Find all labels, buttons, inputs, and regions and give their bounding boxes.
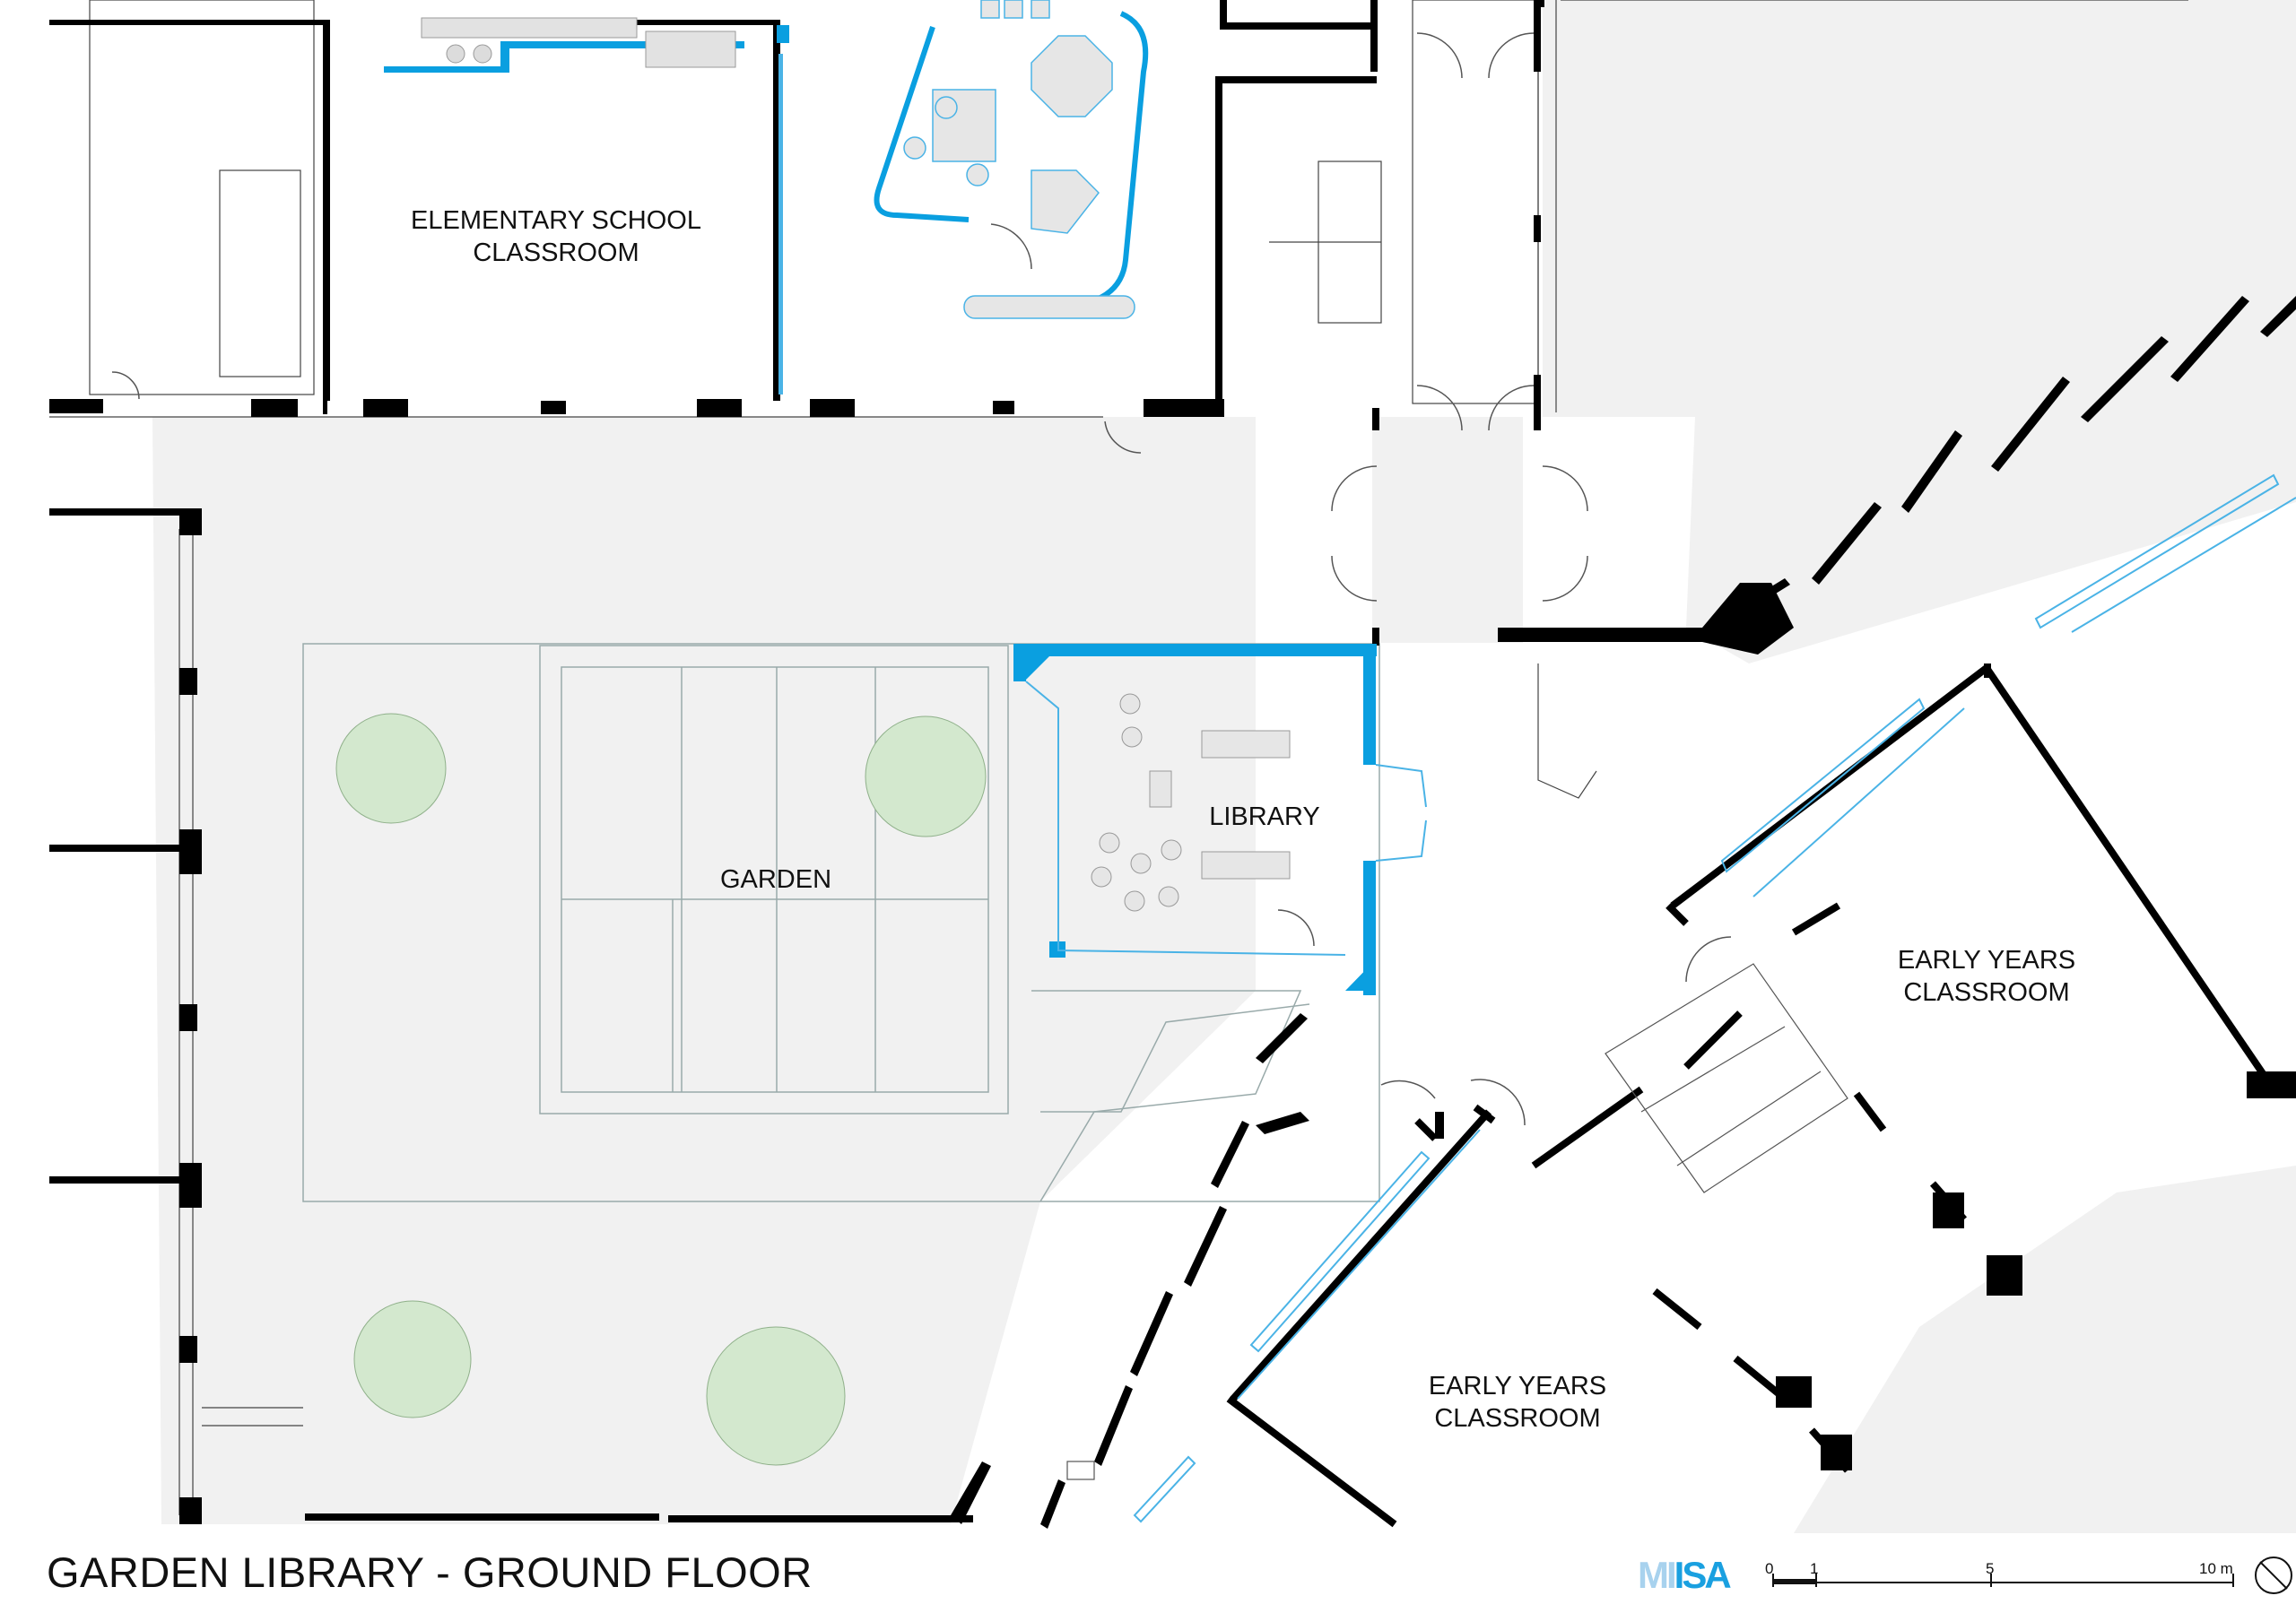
tree bbox=[335, 713, 447, 824]
library-walls bbox=[1013, 644, 1377, 995]
floor-shading bbox=[152, 0, 2296, 1533]
north-arrow-icon bbox=[2255, 1557, 2292, 1594]
room-label-early-years-right: EARLY YEARS CLASSROOM bbox=[1852, 944, 2121, 1009]
room-label-elementary: ELEMENTARY SCHOOL CLASSROOM bbox=[377, 204, 735, 269]
room-label-garden: GARDEN bbox=[682, 863, 870, 896]
room-label-line: EARLY YEARS bbox=[1428, 1372, 1607, 1401]
room-label-line: CLASSROOM bbox=[1903, 978, 2070, 1007]
logo: MIISA bbox=[1638, 1554, 1732, 1597]
scale-tick-1: 1 bbox=[1810, 1560, 1819, 1577]
elementary-fixtures bbox=[384, 17, 789, 395]
scale-tick-5: 5 bbox=[1986, 1560, 1995, 1577]
diagonal-fins-upper bbox=[1704, 296, 2296, 678]
tree bbox=[353, 1300, 472, 1418]
tree bbox=[706, 1326, 846, 1466]
drawing-title: GARDEN LIBRARY - GROUND FLOOR bbox=[47, 1548, 813, 1596]
room-label-line: EARLY YEARS bbox=[1897, 946, 2076, 975]
scale-tick-0: 0 bbox=[1765, 1560, 1774, 1577]
room-label-library: LIBRARY bbox=[1175, 801, 1354, 833]
garden-beds bbox=[302, 643, 1380, 1202]
tree bbox=[865, 715, 987, 837]
room-label-line: CLASSROOM bbox=[1434, 1404, 1601, 1433]
diagonal-fins-lower bbox=[1040, 1013, 1309, 1529]
walls bbox=[49, 0, 1794, 1524]
toilets-detail bbox=[1066, 963, 1848, 1480]
scale-tick-10: 10 m bbox=[2199, 1560, 2233, 1577]
trees bbox=[335, 713, 987, 1466]
glazing-benches bbox=[1133, 473, 2296, 1523]
room-label-line: CLASSROOM bbox=[473, 238, 639, 267]
library-furniture bbox=[1091, 693, 1291, 912]
room-label-line: GARDEN bbox=[719, 865, 832, 894]
room-label-line: ELEMENTARY SCHOOL bbox=[411, 206, 701, 235]
doors bbox=[111, 32, 1732, 1126]
room-label-early-years-bottom: EARLY YEARS CLASSROOM bbox=[1383, 1370, 1652, 1435]
scale-bar bbox=[1772, 1574, 2234, 1587]
library-glazing bbox=[1025, 681, 1427, 956]
logo-part: MI bbox=[1638, 1554, 1677, 1596]
room-label-line: LIBRARY bbox=[1209, 802, 1320, 831]
early-years-blocks bbox=[1435, 1071, 2296, 1470]
upper-room-furniture bbox=[903, 0, 1135, 319]
logo-part: ISA bbox=[1674, 1554, 1732, 1596]
